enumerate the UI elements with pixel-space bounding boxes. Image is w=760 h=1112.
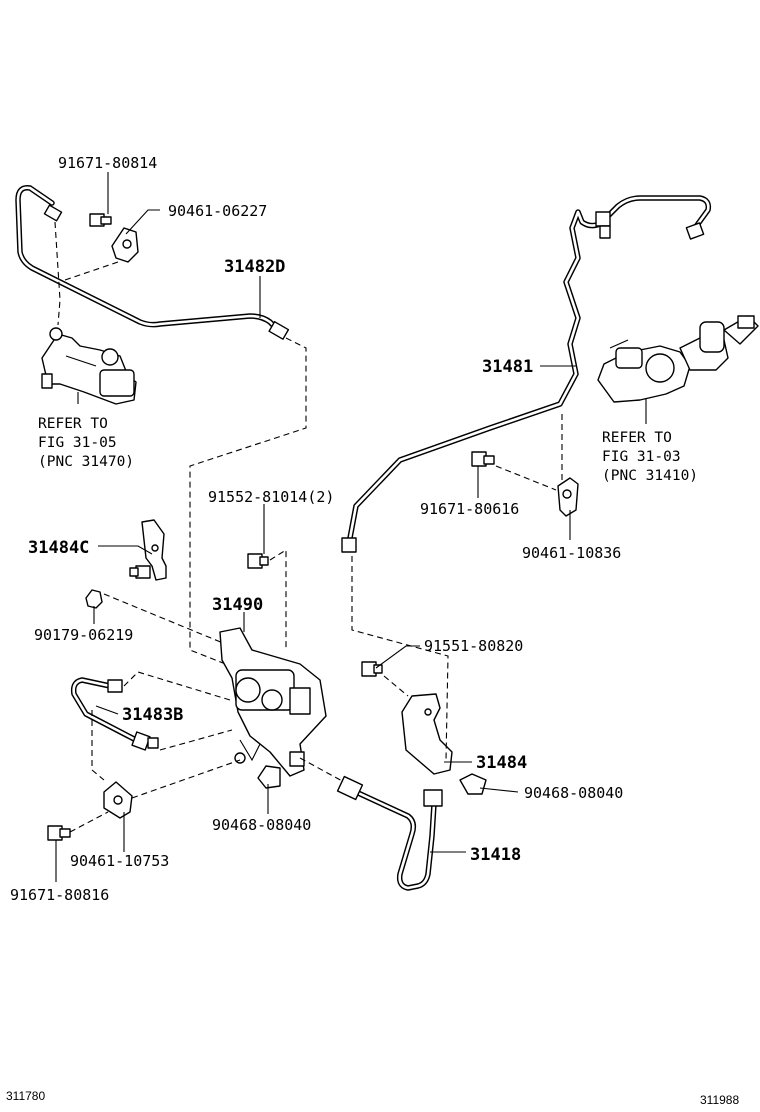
clip-90468-08040-right (459, 773, 487, 795)
label-90461-06227: 90461-06227 (168, 202, 267, 220)
clip-90468-08040-left (257, 765, 281, 789)
bolt-91551-80820 (361, 661, 383, 677)
label-91551-80820: 91551-80820 (424, 637, 523, 655)
bolt-91671-80814 (89, 213, 112, 227)
leader-lines (55, 172, 647, 882)
ref-right-line1: REFER TO (602, 430, 672, 446)
ref-left-line3: (PNC 31470) (38, 454, 134, 470)
label-90461-10836: 90461-10836 (522, 544, 621, 562)
label-91671-80816: 91671-80816 (10, 886, 109, 904)
label-90179-06219: 90179-06219 (34, 626, 133, 644)
valve-bracket-31490 (219, 627, 327, 777)
hose-31418 (336, 775, 443, 891)
label-31481: 31481 (482, 357, 533, 377)
footer-left-code: 311780 (6, 1089, 45, 1103)
label-91671-80814: 91671-80814 (58, 154, 157, 172)
label-31484: 31484 (476, 753, 527, 773)
ref-left-line2: FIG 31-05 (38, 435, 117, 451)
label-31483b: 31483B (122, 705, 183, 725)
master-cylinder-right (597, 315, 759, 403)
bolt-91671-80616 (471, 451, 495, 467)
label-91552-81014: 91552-81014(2) (208, 488, 334, 506)
clamp-90461-06227 (111, 227, 139, 263)
label-31482d: 31482D (224, 257, 285, 277)
label-90468-08040-left: 90468-08040 (212, 816, 311, 834)
label-90468-08040-right: 90468-08040 (524, 784, 623, 802)
release-cylinder-left (41, 327, 137, 405)
label-31418: 31418 (470, 845, 521, 865)
ref-right-line2: FIG 31-03 (602, 449, 681, 465)
label-90461-10753: 90461-10753 (70, 852, 169, 870)
pipe-31483b (70, 677, 159, 751)
pipe-31481 (341, 195, 712, 553)
pipe-31482d (15, 185, 290, 340)
label-91671-80616: 91671-80616 (420, 500, 519, 518)
footer-right-code: 311988 (700, 1093, 739, 1107)
label-31490: 31490 (212, 595, 263, 615)
bolt-91671-80816 (47, 825, 71, 841)
bolt-91552-81014 (247, 553, 269, 569)
bolt-31484c (129, 565, 151, 579)
bracket-31484c (141, 519, 167, 581)
clamp-90461-10836 (557, 477, 579, 517)
clamp-90461-10753 (103, 781, 133, 819)
label-31484c: 31484C (28, 538, 89, 558)
ref-right-line3: (PNC 31410) (602, 468, 698, 484)
ref-left-line1: REFER TO (38, 416, 108, 432)
bracket-31484 (401, 693, 453, 775)
nut-90179-06219 (85, 589, 103, 609)
